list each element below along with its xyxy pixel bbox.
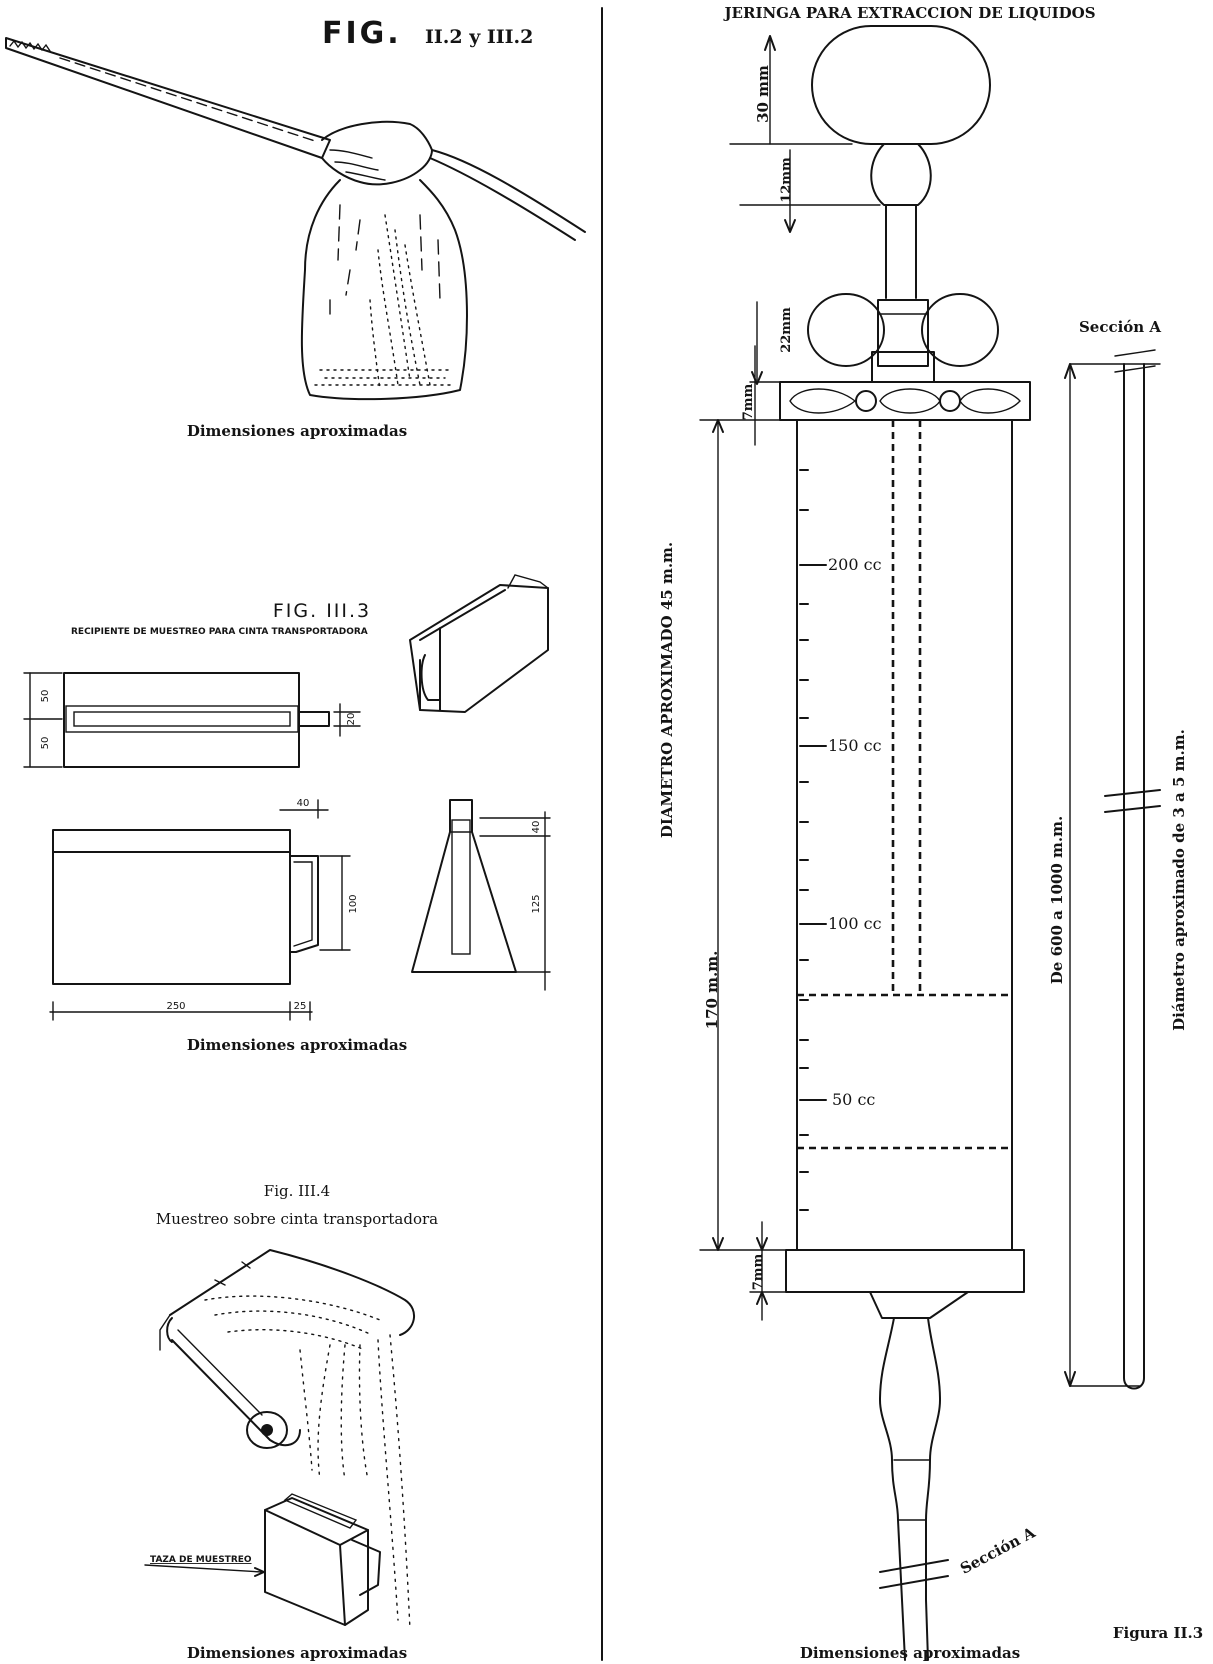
arm-upper-line — [321, 120, 586, 233]
sample-bag — [300, 179, 468, 401]
arm-lower-line — [429, 157, 576, 241]
fig-3-subtitle: RECIPIENTE DE MUESTREO PARA CINTA TRANSP… — [71, 627, 368, 637]
dim-30mm: 30 mm — [754, 65, 772, 123]
sampling-probe — [5, 37, 331, 159]
probe-teeth — [9, 39, 51, 52]
conveyor-belt-side — [171, 1339, 301, 1447]
scale-150cc: 150 cc — [828, 736, 882, 755]
hand-lower — [321, 149, 433, 186]
scale-200cc: 200 cc — [828, 555, 882, 574]
plunger-hidden-piston — [797, 993, 1012, 1150]
fig-2-caption: Dimensiones aproximadas — [187, 422, 407, 440]
fig-2-title-prefix: FIG. — [322, 16, 402, 51]
syringe-drawing — [779, 25, 1031, 1661]
bag-folds — [329, 204, 441, 319]
dim-7mm-top: 7mm — [741, 383, 756, 420]
plunger-hidden-rod — [891, 420, 922, 995]
syringe-nozzle-base — [869, 1291, 969, 1319]
barrel-scale-ticks — [799, 469, 827, 1211]
fig-3-caption: Dimensiones aproximadas — [187, 1036, 407, 1054]
fig-4-subtitle: Muestreo sobre cinta transportadora — [156, 1210, 438, 1228]
nozzle-break-marks — [879, 1559, 949, 1589]
hand-fingers — [329, 149, 386, 181]
dim-22mm: 22mm — [779, 307, 794, 353]
dim-170mm: 170 m.m. — [703, 951, 721, 1030]
fig-3-title: FIG. III.3 — [273, 600, 371, 622]
scale-100cc: 100 cc — [828, 914, 882, 933]
conveyor-belt-top — [169, 1249, 415, 1336]
fig-3-plan-view — [23, 672, 361, 768]
figure-label: Figura II.3 — [1113, 1624, 1203, 1642]
syringe-nozzle-left — [879, 1317, 906, 1661]
section-a-tube — [1064, 349, 1161, 1390]
section-a-diameter-label: Diámetro aproximado de 3 a 5 m.m. — [1170, 729, 1188, 1031]
syringe-barrel — [796, 419, 1013, 1251]
label-taza-de-muestreo: TAZA DE MUESTREO — [150, 1555, 252, 1565]
dim-40-b: 40 — [531, 821, 542, 834]
material-stream — [204, 1295, 411, 1631]
syringe-neck-bulb — [870, 143, 932, 206]
fig-3-side-view — [49, 799, 351, 1021]
section-a-title: Sección A — [1079, 318, 1161, 336]
finger-ring-right — [921, 293, 999, 367]
syringe-top-cap — [779, 381, 1031, 421]
syringe-dimension-lines — [699, 35, 881, 1321]
conveyor-roller — [246, 1411, 288, 1449]
dim-250: 250 — [166, 1001, 185, 1012]
sampling-cup-handle — [351, 1539, 381, 1596]
dim-50-bottom: 50 — [40, 737, 51, 750]
fig-2-title-suffix: II.2 y III.2 — [425, 26, 533, 48]
bag-grain-texture — [314, 214, 456, 391]
syringe-diameter-label: DIAMETRO APROXIMADO 45 m.m. — [658, 542, 676, 838]
syringe-title: JERINGA PARA EXTRACCION DE LIQUIDOS — [722, 4, 1095, 22]
section-a-label-bottom: Sección A — [957, 1523, 1038, 1578]
fig-4-title: Fig. III.4 — [264, 1182, 330, 1200]
dim-125: 125 — [531, 894, 542, 913]
probe-groove — [59, 57, 319, 143]
syringe-nozzle-right — [925, 1317, 941, 1661]
fig-4-caption: Dimensiones aproximadas — [187, 1644, 407, 1662]
fig-3-end-view — [411, 799, 551, 991]
dim-50-top: 50 — [40, 690, 51, 703]
fig-4-illustration — [144, 1249, 415, 1631]
dim-7mm-bottom: 7mm — [751, 1253, 766, 1290]
finger-ring-left — [807, 293, 885, 367]
syringe-bottom-cap — [785, 1249, 1025, 1293]
fig-2-illustration — [5, 37, 586, 401]
scale-50cc: 50 cc — [832, 1090, 875, 1109]
syringe-caption: Dimensiones aproximadas — [800, 1644, 1020, 1662]
fig-3-isometric-view — [409, 574, 549, 713]
dim-20: 20 — [346, 713, 357, 726]
dim-40: 40 — [297, 798, 310, 809]
dim-25: 25 — [294, 1001, 307, 1012]
syringe-handle-knob — [811, 25, 991, 145]
sampling-cup — [264, 1497, 369, 1626]
dim-12mm: 12mm — [779, 157, 794, 203]
dim-100: 100 — [348, 894, 359, 913]
section-a-length-label: De 600 a 1000 m.m. — [1048, 816, 1066, 984]
syringe-plunger-rod — [885, 204, 917, 299]
